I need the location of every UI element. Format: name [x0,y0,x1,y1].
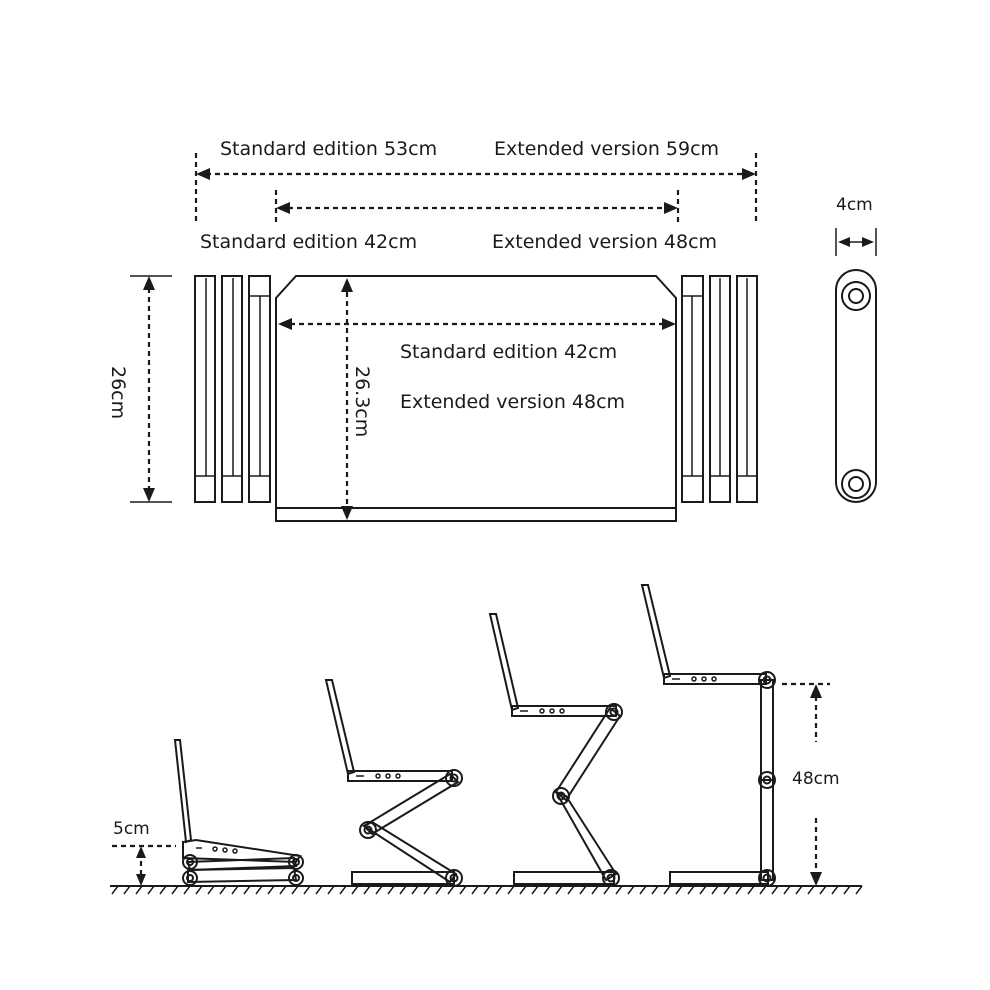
arrow-down-icon [341,506,353,520]
right-folded-legs [681,275,758,503]
leg-width-dimension: 4cm [835,195,877,256]
overall-width-dimension: Standard edition 53cm Extended version 5… [194,138,758,222]
max-height-dimension: 48cm [782,682,840,886]
leg-side-view [835,269,877,503]
tray-top-view: 26.3cm Standard edition 42cm Extended ve… [275,275,677,522]
arrow-up-icon [341,278,353,292]
tray-standard-label: Standard edition 42cm [400,341,617,363]
arrow-left-icon [196,168,210,180]
arrow-up-icon [136,846,146,858]
stand-position-low [324,679,463,887]
arrow-down-icon [810,872,822,886]
stand-position-highest [640,584,776,887]
frame-height-dimension: 26cm [107,275,172,503]
overall-standard-label: Standard edition 53cm [220,138,437,160]
frame-height-label: 26cm [107,366,129,419]
arrow-up-icon [810,684,822,698]
tray-extended-label: Extended version 48cm [400,391,625,413]
min-height-label: 5cm [113,819,150,839]
arrow-right-icon [662,318,676,330]
max-height-label: 48cm [792,769,840,789]
arrow-left-icon [838,237,850,247]
arrow-right-icon [664,202,678,214]
tray-height-label: 26.3cm [351,366,373,437]
left-folded-legs [194,275,271,503]
arrow-up-icon [143,276,155,290]
arrow-right-icon [742,168,756,180]
arrow-down-icon [136,874,146,886]
arrow-right-icon [862,237,874,247]
arrow-left-icon [276,202,290,214]
inner-width-dimension: Standard edition 42cm Extended version 4… [200,190,717,253]
ground-line [110,885,863,895]
inner-standard-label: Standard edition 42cm [200,231,417,253]
min-height-dimension: 5cm [112,819,176,886]
overall-extended-label: Extended version 59cm [494,138,719,160]
leg-width-label: 4cm [836,195,873,215]
inner-extended-label: Extended version 48cm [492,231,717,253]
stand-position-lowest [173,739,304,886]
arrow-down-icon [143,488,155,502]
stand-position-mid [488,613,623,887]
arrow-left-icon [278,318,292,330]
